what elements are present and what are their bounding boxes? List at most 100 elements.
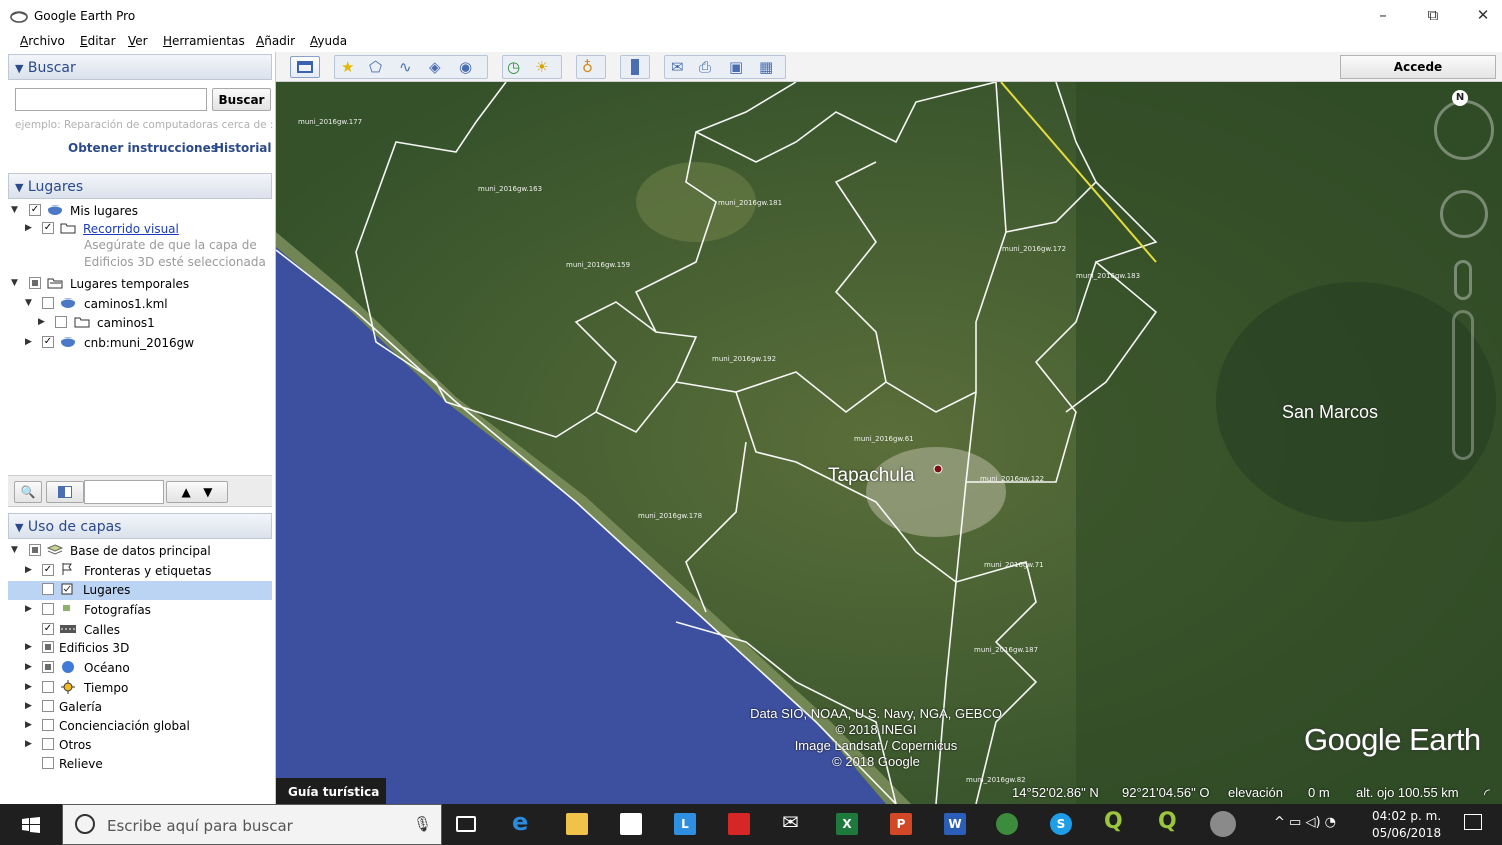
expand-arrow-icon[interactable]: ▶ — [25, 604, 32, 614]
checkbox-lugares-temporales[interactable] — [29, 277, 41, 289]
email-icon[interactable]: ✉ — [671, 58, 684, 76]
expand-arrow-icon[interactable]: ▶ — [25, 337, 32, 347]
expand-arrow-icon[interactable]: ▼ — [11, 278, 18, 288]
layer-row-base-datos[interactable]: ▼ Base de datos principal — [0, 542, 270, 561]
checkbox-calles[interactable]: ✓ — [42, 623, 54, 635]
layer-row-calles[interactable]: ✓ Calles — [0, 621, 270, 640]
city-label-tapachula[interactable]: Tapachula — [828, 465, 915, 486]
checkbox-concienciacion[interactable] — [42, 719, 54, 731]
expand-arrow-icon[interactable]: ▶ — [25, 720, 32, 730]
places-panel-header[interactable]: ▼ Lugares — [8, 173, 272, 199]
checkbox-cnb-muni[interactable]: ✓ — [42, 336, 54, 348]
powerpoint-icon[interactable]: P — [890, 813, 912, 835]
expand-arrow-icon[interactable]: ▶ — [25, 682, 32, 692]
search-button[interactable]: Buscar — [212, 88, 271, 111]
checkbox-base-datos[interactable] — [29, 544, 41, 556]
expand-arrow-icon[interactable]: ▶ — [25, 223, 32, 233]
menu-anadir[interactable]: Añadir — [256, 34, 296, 48]
expand-arrow-icon[interactable]: ▶ — [25, 565, 32, 575]
layer-row-tiempo[interactable]: ▶ Tiempo — [0, 679, 270, 698]
mail-icon[interactable]: ✉ — [782, 810, 799, 834]
directions-link[interactable]: Obtener instrucciones — [68, 141, 218, 155]
checkbox-edificios-3d[interactable] — [42, 641, 54, 653]
checkbox-caminos1-kml[interactable] — [42, 297, 54, 309]
expand-arrow-icon[interactable]: ▼ — [25, 298, 32, 308]
layer-row-galeria[interactable]: ▶ Galería — [0, 698, 270, 717]
app-red-icon[interactable] — [728, 813, 750, 835]
tour-link[interactable]: Recorrido visual — [83, 222, 179, 236]
sunlight-icon[interactable]: ☀ — [535, 58, 549, 76]
layer-row-edificios-3d[interactable]: ▶ Edificios 3D — [0, 639, 270, 658]
historical-imagery-icon[interactable]: ◷ — [507, 58, 521, 76]
windows-start-icon[interactable] — [22, 817, 40, 833]
layers-panel-header[interactable]: ▼ Uso de capas — [8, 513, 272, 539]
tree-row-recorrido-visual[interactable]: ▶ ✓ Recorrido visual — [0, 220, 270, 239]
tree-row-lugares-temporales[interactable]: ▼ Lugares temporales — [0, 275, 270, 294]
layer-row-fotografias[interactable]: ▶ Fotografías — [0, 601, 270, 620]
expand-arrow-icon[interactable]: ▶ — [38, 317, 45, 327]
move-joystick[interactable] — [1440, 190, 1488, 238]
app-l-icon[interactable]: L — [674, 813, 696, 835]
view-in-maps-icon[interactable]: ▦ — [759, 58, 774, 76]
checkbox-otros[interactable] — [42, 738, 54, 750]
path-icon[interactable]: ∿ — [399, 58, 412, 76]
checkbox-oceano[interactable] — [42, 661, 54, 673]
sidebar-toggle-button[interactable] — [290, 56, 320, 78]
checkbox-galeria[interactable] — [42, 700, 54, 712]
street-view-pegman-icon[interactable] — [1454, 260, 1472, 300]
layer-row-oceano[interactable]: ▶ Océano — [0, 659, 270, 678]
system-tray-icons[interactable]: ^ ▭ ◁) ◔ — [1274, 815, 1336, 830]
expand-arrow-icon[interactable]: ▶ — [25, 642, 32, 652]
checkbox-tiempo[interactable] — [42, 681, 54, 693]
layer-row-otros[interactable]: ▶ Otros — [0, 736, 270, 755]
compass-north-icon[interactable]: N — [1452, 90, 1468, 106]
tour-guide-button[interactable]: Guía turística — [276, 778, 386, 804]
toggle-panel-button[interactable] — [46, 481, 84, 503]
signin-button[interactable]: Accede — [1340, 55, 1496, 79]
system-clock[interactable]: 04:02 p. m. 05/06/2018 — [1372, 808, 1441, 842]
checkbox-recorrido-visual[interactable]: ✓ — [42, 222, 54, 234]
expand-arrow-icon[interactable]: ▶ — [25, 662, 32, 672]
expand-arrow-icon[interactable]: ▶ — [25, 701, 32, 711]
tree-row-mis-lugares[interactable]: ▼ ✓ Mis lugares — [0, 202, 270, 221]
task-view-icon[interactable] — [456, 816, 476, 832]
search-places-button[interactable]: 🔍 — [14, 481, 42, 503]
expand-arrow-icon[interactable]: ▼ — [11, 545, 18, 555]
close-button[interactable]: ✕ — [1476, 6, 1490, 24]
move-buttons[interactable]: ▲ ▼ — [166, 481, 228, 503]
placemark-icon[interactable]: ★ — [341, 58, 355, 76]
menu-editar[interactable]: Editar — [80, 34, 116, 48]
look-joystick[interactable] — [1434, 100, 1494, 160]
checkbox-fronteras[interactable]: ✓ — [42, 564, 54, 576]
checkbox-fotografias[interactable] — [42, 603, 54, 615]
polygon-icon[interactable]: ⬠ — [369, 58, 383, 76]
tree-row-caminos1[interactable]: ▶ caminos1 — [0, 314, 270, 333]
record-tour-icon[interactable]: ◉ — [459, 58, 473, 76]
notifications-icon[interactable] — [1464, 814, 1482, 830]
checkbox-mis-lugares[interactable]: ✓ — [29, 204, 41, 216]
layer-row-relieve[interactable]: Relieve — [0, 755, 270, 774]
qgis-icon-2[interactable]: Q — [1158, 809, 1177, 834]
print-icon[interactable]: ⎙ — [699, 58, 712, 76]
qgis-browser-icon[interactable] — [996, 813, 1018, 835]
ruler-icon[interactable] — [631, 59, 639, 75]
image-overlay-icon[interactable]: ◈ — [429, 58, 441, 76]
checkbox-relieve[interactable] — [42, 757, 54, 769]
places-filter-input[interactable] — [84, 480, 164, 504]
checkbox-lugares[interactable] — [42, 583, 54, 595]
menu-herramientas[interactable]: Herramientas — [163, 34, 245, 48]
city-label-san-marcos[interactable]: San Marcos — [1282, 402, 1379, 422]
microphone-icon[interactable]: 🎙 — [413, 815, 433, 833]
menu-archivo[interactable]: Archivo — [20, 34, 65, 48]
zoom-slider[interactable] — [1452, 310, 1474, 460]
expand-arrow-icon[interactable]: ▼ — [11, 205, 18, 215]
expand-arrow-icon[interactable]: ▶ — [25, 739, 32, 749]
menu-ver[interactable]: Ver — [128, 34, 148, 48]
taskbar-search-box[interactable]: Escribe aquí para buscar 🎙 — [62, 804, 442, 845]
tree-row-cnb-muni[interactable]: ▶ ✓ cnb:muni_2016gw — [0, 334, 270, 353]
skype-icon[interactable]: S — [1050, 813, 1072, 835]
search-panel-header[interactable]: ▼ Buscar — [8, 54, 272, 80]
save-image-icon[interactable]: ▣ — [729, 58, 744, 76]
layer-row-lugares-selected[interactable]: Lugares — [8, 581, 272, 600]
history-link[interactable]: Historial — [214, 141, 272, 155]
